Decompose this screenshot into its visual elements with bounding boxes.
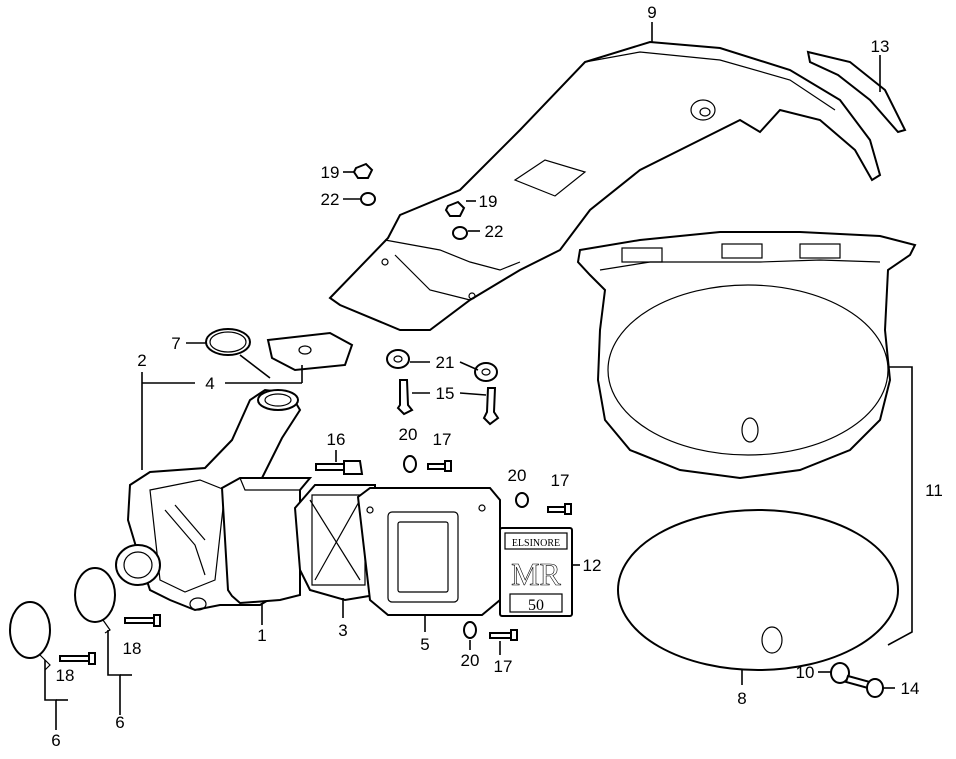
number-plate-oval (617, 509, 899, 671)
rear-fender (328, 40, 882, 331)
label-17b: 17 (551, 471, 570, 490)
label-2: 2 (137, 351, 146, 370)
label-21: 21 (436, 353, 455, 372)
fender-strip (806, 50, 907, 134)
label-6b: 6 (115, 713, 124, 732)
label-20a: 20 (399, 425, 418, 444)
element-holder (293, 484, 376, 602)
emblem-brand: ELSINORE (512, 538, 560, 549)
label-17a: 17 (433, 430, 452, 449)
label-13: 13 (871, 37, 890, 56)
connecting-tube (266, 331, 354, 372)
air-cleaner-cover (356, 487, 501, 616)
label-18a: 18 (123, 639, 142, 658)
emblem-model: MR (511, 556, 561, 592)
label-1: 1 (257, 626, 266, 645)
label-9: 9 (647, 3, 656, 22)
label-17c: 17 (494, 657, 513, 676)
part-number-labels: 9 13 19 22 19 22 21 15 7 2 4 16 20 17 20… (51, 3, 943, 750)
label-14: 14 (901, 679, 920, 698)
model-emblem: ELSINORE MR 50 (499, 527, 573, 617)
label-3: 3 (338, 621, 347, 640)
label-16: 16 (327, 430, 346, 449)
label-4: 4 (205, 374, 214, 393)
emblem-size: 50 (528, 597, 544, 614)
label-15: 15 (436, 384, 455, 403)
hose-clamp-right (74, 567, 116, 634)
hardware (59, 162, 884, 698)
label-18b: 18 (56, 666, 75, 685)
label-7: 7 (171, 334, 180, 353)
label-8: 8 (737, 689, 746, 708)
label-22b: 22 (485, 222, 504, 241)
label-19a: 19 (321, 163, 340, 182)
label-22a: 22 (321, 190, 340, 209)
label-12: 12 (583, 556, 602, 575)
label-20b: 20 (508, 466, 527, 485)
clamp-ring (205, 328, 251, 356)
leader-lines (44, 22, 913, 730)
label-19b: 19 (479, 192, 498, 211)
air-cleaner-element (220, 477, 313, 605)
label-20c: 20 (461, 651, 480, 670)
label-6a: 6 (51, 731, 60, 750)
label-11: 11 (925, 481, 943, 500)
label-5: 5 (420, 635, 429, 654)
hose-clamp-left (9, 601, 51, 671)
side-cover (576, 231, 917, 480)
label-10: 10 (796, 663, 815, 682)
